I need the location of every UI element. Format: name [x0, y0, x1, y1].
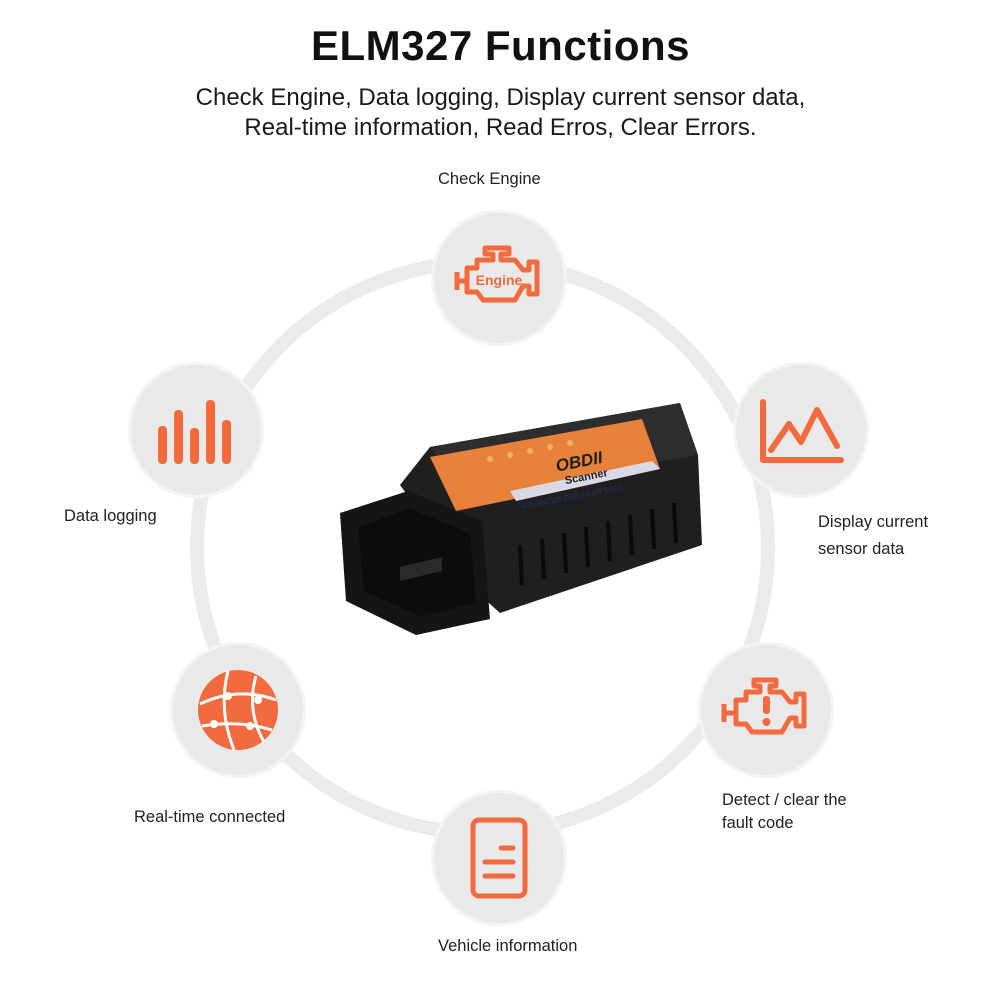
fault-code-label-1: Detect / clear the — [722, 791, 847, 809]
page-title: ELM327 Functions — [310, 22, 691, 69]
subtitle-line-1: Check Engine, Data logging, Display curr… — [195, 84, 806, 111]
sensor-data-label-2: sensor data — [818, 540, 905, 558]
vehicle-info-label: Vehicle information — [438, 937, 578, 955]
realtime-label: Real-time connected — [134, 808, 286, 826]
engine-warning-icon — [721, 677, 807, 735]
data-logging-label: Data logging — [64, 507, 157, 525]
check-engine-feature: Engine — [431, 210, 567, 346]
subtitle-line-2: Real-time information, Read Erros, Clear… — [244, 114, 757, 141]
globe-icon — [198, 670, 278, 751]
engine-icon-text: Engine — [476, 272, 523, 288]
realtime-feature — [170, 642, 306, 778]
fault-code-label-2: fault code — [722, 814, 794, 832]
line-graph-icon — [760, 399, 844, 463]
document-icon — [470, 817, 528, 899]
sensor-data-label-1: Display current — [818, 513, 929, 531]
check-engine-label: Check Engine — [438, 170, 541, 188]
bar-chart-icon — [158, 400, 231, 464]
fault-code-feature — [698, 642, 834, 778]
obd2-scanner-image: OBDII Scanner ADVANCED OBD SCAN TOOL — [340, 403, 702, 635]
sensor-data-feature — [733, 362, 869, 498]
vehicle-info-feature — [431, 790, 567, 926]
data-logging-feature — [128, 362, 264, 498]
engine-icon: Engine — [454, 245, 540, 303]
